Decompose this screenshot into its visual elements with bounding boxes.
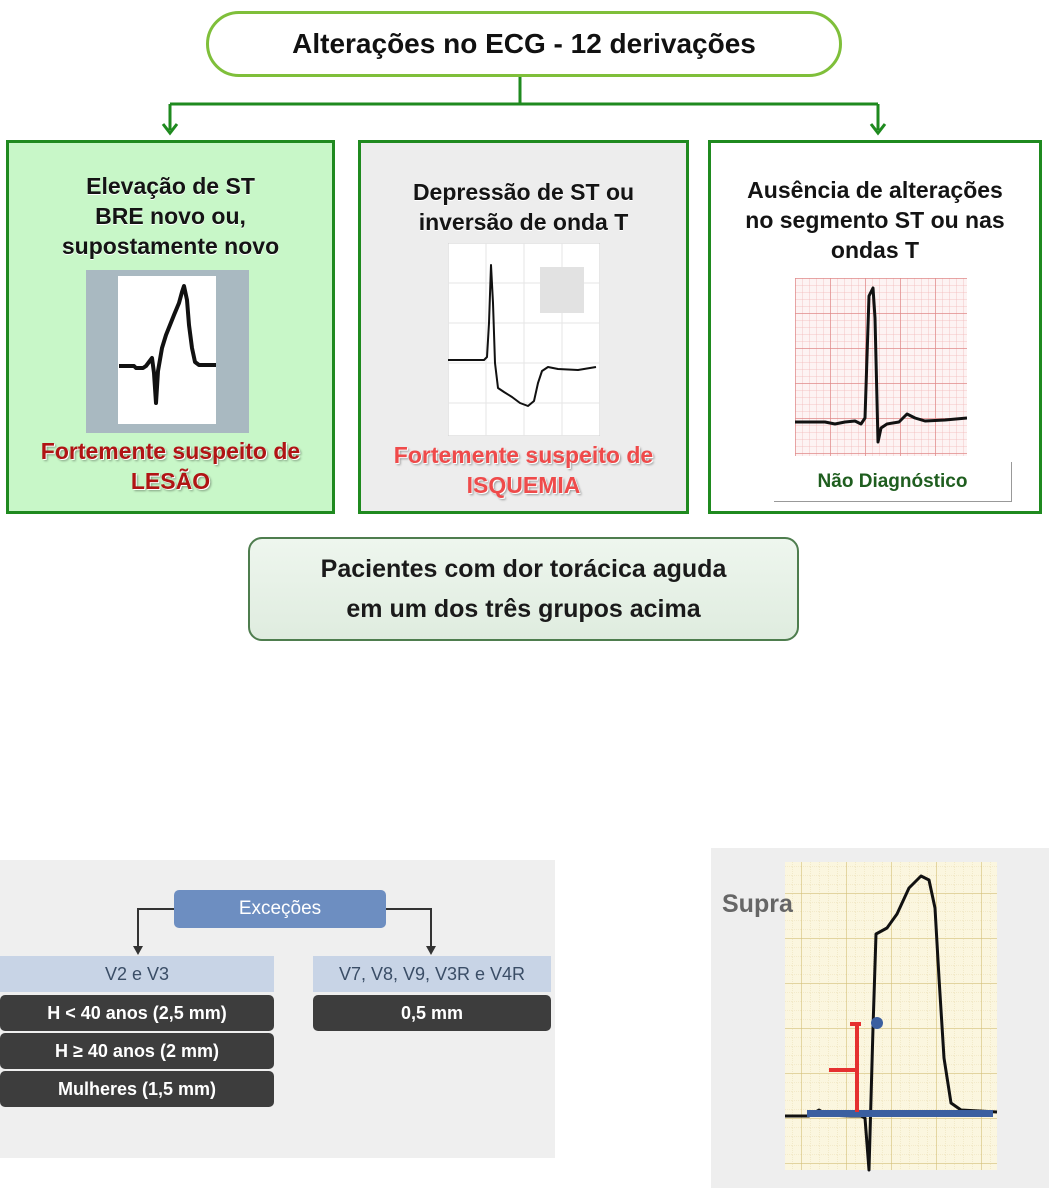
heading-line: inversão de onda T: [418, 209, 629, 235]
connector-arrows: [161, 77, 887, 136]
summary-line: em um dos três grupos acima: [346, 595, 701, 623]
supra-label: Supra: [722, 890, 793, 918]
exceptions-connectors: [133, 908, 436, 955]
exception-row: H < 40 anos (2,5 mm): [0, 995, 274, 1031]
suspicion-isquemia: Fortemente suspeito de ISQUEMIA: [361, 440, 686, 500]
suspicion-term: LESÃO: [130, 468, 211, 494]
suspicion-prefix: Fortemente suspeito de: [393, 442, 654, 468]
summary-box: Pacientes com dor torácica aguda em um d…: [248, 537, 799, 641]
exception-row: 0,5 mm: [313, 995, 551, 1031]
diagram-title: Alterações no ECG - 12 derivações: [206, 11, 842, 77]
exceptions-left-column: V2 e V3 H < 40 anos (2,5 mm) H ≥ 40 anos…: [0, 956, 274, 1107]
summary-line: Pacientes com dor torácica aguda: [320, 555, 727, 583]
suspicion-lesao: Fortemente suspeito de LESÃO: [9, 436, 332, 496]
heading-line: BRE novo ou,: [95, 203, 246, 229]
ecg-st-elevation-image: [86, 270, 249, 433]
group-box-isquemia: Depressão de ST ou inversão de onda T Fo…: [358, 140, 689, 514]
exception-row: H ≥ 40 anos (2 mm): [0, 1033, 274, 1069]
suspicion-prefix: Fortemente suspeito de: [40, 438, 301, 464]
group-heading-isquemia: Depressão de ST ou inversão de onda T: [361, 177, 686, 237]
exceptions-right-column: V7, V8, V9, V3R e V4R 0,5 mm: [313, 956, 551, 1031]
heading-line: Ausência de alterações: [747, 177, 1003, 203]
column-heading-v7-v4r: V7, V8, V9, V3R e V4R: [313, 956, 551, 992]
heading-line: no segmento ST ou nas: [745, 207, 1005, 233]
ecg-normal-image: [795, 278, 967, 456]
exception-row: Mulheres (1,5 mm): [0, 1071, 274, 1107]
ecg-supra-illustration: [785, 862, 998, 1172]
suspicion-term: ISQUEMIA: [466, 472, 581, 498]
heading-line: Elevação de ST: [86, 173, 255, 199]
non-diagnostic-label: Não Diagnóstico: [774, 462, 1012, 502]
ecg-st-depression-image: [448, 243, 600, 436]
column-heading-v2-v3: V2 e V3: [0, 956, 274, 992]
heading-line: Depressão de ST ou: [412, 179, 635, 205]
group-heading-nao-diagnostico: Ausência de alterações no segmento ST ou…: [711, 175, 1039, 265]
exceptions-title: Exceções: [174, 890, 386, 928]
heading-line: supostamente novo: [61, 233, 280, 259]
heading-line: ondas T: [830, 237, 920, 263]
group-heading-lesao: Elevação de ST BRE novo ou, supostamente…: [9, 171, 332, 261]
